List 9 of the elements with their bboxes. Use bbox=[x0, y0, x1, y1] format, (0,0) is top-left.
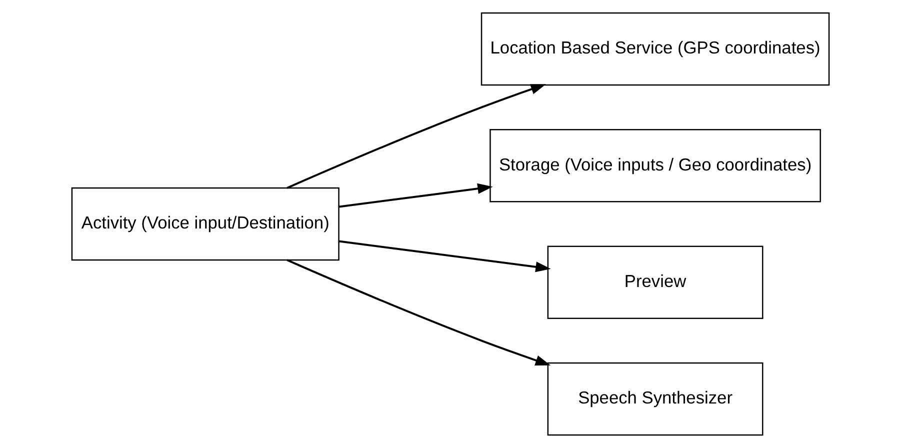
arrow bbox=[286, 84, 546, 189]
node-box: Activity (Voice input/Destination) bbox=[70, 187, 339, 261]
arrow bbox=[338, 183, 492, 208]
arrow bbox=[286, 259, 550, 366]
node-box: Storage (Voice inputs / Geo coordinates) bbox=[489, 129, 820, 202]
arrow bbox=[338, 240, 550, 272]
node-box: Preview bbox=[546, 246, 763, 319]
node-box: Speech Synthesizer bbox=[546, 362, 763, 436]
node-box: Location Based Service (GPS coordinates) bbox=[480, 12, 830, 86]
